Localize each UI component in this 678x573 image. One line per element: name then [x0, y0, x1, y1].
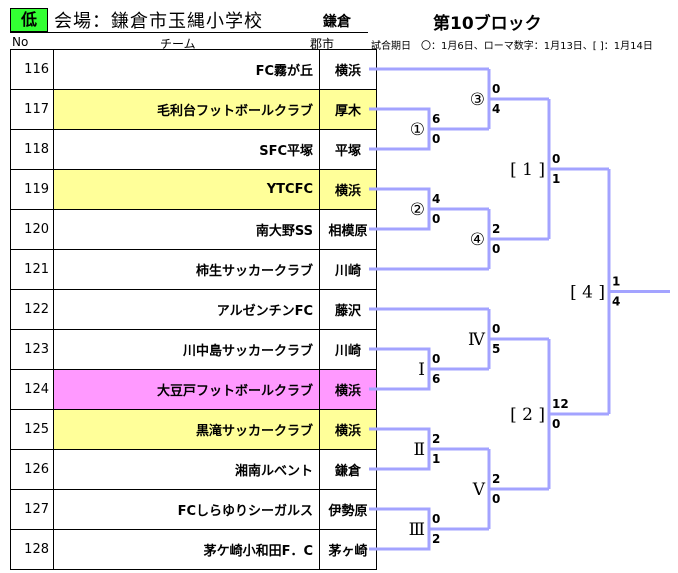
team-city: 藤沢	[319, 289, 377, 330]
score-top-r3: 0	[432, 512, 440, 526]
venue-city: 鎌倉	[323, 14, 351, 30]
match-label-b1: [ 1 ]	[510, 160, 545, 180]
team-name: 黒滝サッカークラブ	[53, 409, 320, 450]
team-city: 横浜	[319, 369, 377, 410]
column-header-no: No	[12, 35, 29, 49]
team-city: 横浜	[319, 169, 377, 210]
venue-title: 会場：鎌倉市玉縄小学校	[54, 11, 263, 32]
score-bottom-r4: 5	[492, 342, 500, 356]
match-label-m2: ②	[410, 200, 425, 220]
team-city: 厚木	[319, 89, 377, 130]
team-city: 川崎	[319, 329, 377, 370]
score-bottom-r3: 2	[432, 532, 440, 546]
score-top-b4: 1	[612, 275, 620, 289]
score-top-r1: 0	[432, 352, 440, 366]
team-number: 119	[10, 169, 54, 210]
match-label-m3: ③	[470, 90, 485, 110]
score-bottom-r1: 6	[432, 372, 440, 386]
match-label-r3: Ⅲ	[409, 520, 425, 540]
team-name: YTCFC	[53, 169, 320, 210]
score-bottom-b2: 0	[552, 417, 560, 431]
score-top-b1: 0	[552, 152, 560, 166]
score-top-r2: 2	[432, 432, 440, 446]
score-bottom-r2: 1	[432, 452, 440, 466]
score-bottom-r5: 0	[492, 492, 500, 506]
team-name: 湘南ルベント	[53, 449, 320, 490]
score-top-r5: 2	[492, 472, 500, 486]
match-label-m4: ④	[470, 230, 485, 250]
match-label-m1: ①	[410, 120, 425, 140]
team-name: FC霧が丘	[53, 49, 320, 90]
team-number: 124	[10, 369, 54, 410]
score-bottom-m1: 0	[432, 132, 440, 146]
score-bottom-m3: 4	[492, 102, 500, 116]
team-number: 118	[10, 129, 54, 170]
title-underline	[10, 32, 368, 33]
score-bottom-b1: 1	[552, 172, 560, 186]
schedule-note: 試合期日 〇：1月6日、ローマ数字：1月13日、[ ]：1月14日	[371, 41, 653, 52]
team-name: 茅ケ崎小和田F．C	[53, 529, 320, 570]
match-label-r4: Ⅳ	[468, 330, 486, 350]
team-city: 茅ヶ崎	[319, 529, 377, 570]
level-badge: 低	[10, 8, 48, 32]
team-name: 大豆戸フットボールクラブ	[53, 369, 320, 410]
match-label-r2: Ⅱ	[413, 440, 425, 460]
score-top-r4: 0	[492, 322, 500, 336]
team-name: 柿生サッカークラブ	[53, 249, 320, 290]
team-name: アルゼンチンFC	[53, 289, 320, 330]
block-title: 第10ブロック	[433, 14, 542, 34]
match-label-r5: Ⅴ	[472, 480, 486, 500]
team-number: 121	[10, 249, 54, 290]
team-city: 横浜	[319, 49, 377, 90]
column-header-city: 郡市	[310, 37, 335, 51]
score-bottom-m2: 0	[432, 212, 440, 226]
column-header-team: チーム	[160, 37, 196, 51]
match-label-r1: Ⅰ	[418, 360, 425, 380]
team-city: 川崎	[319, 249, 377, 290]
team-number: 125	[10, 409, 54, 450]
score-top-b2: 12	[552, 397, 569, 411]
score-top-m2: 4	[432, 192, 440, 206]
team-name: 川中島サッカークラブ	[53, 329, 320, 370]
score-bottom-b4: 4	[612, 295, 620, 309]
team-number: 128	[10, 529, 54, 570]
team-city: 鎌倉	[319, 449, 377, 490]
score-bottom-m4: 0	[492, 242, 500, 256]
score-top-m4: 2	[492, 222, 500, 236]
team-number: 117	[10, 89, 54, 130]
score-top-m3: 0	[492, 82, 500, 96]
team-name: FCしらゆりシーガルス	[53, 489, 320, 530]
team-number: 126	[10, 449, 54, 490]
match-label-b2: [ 2 ]	[510, 405, 545, 425]
score-top-m1: 6	[432, 112, 440, 126]
match-label-b4: [ 4 ]	[570, 283, 605, 303]
